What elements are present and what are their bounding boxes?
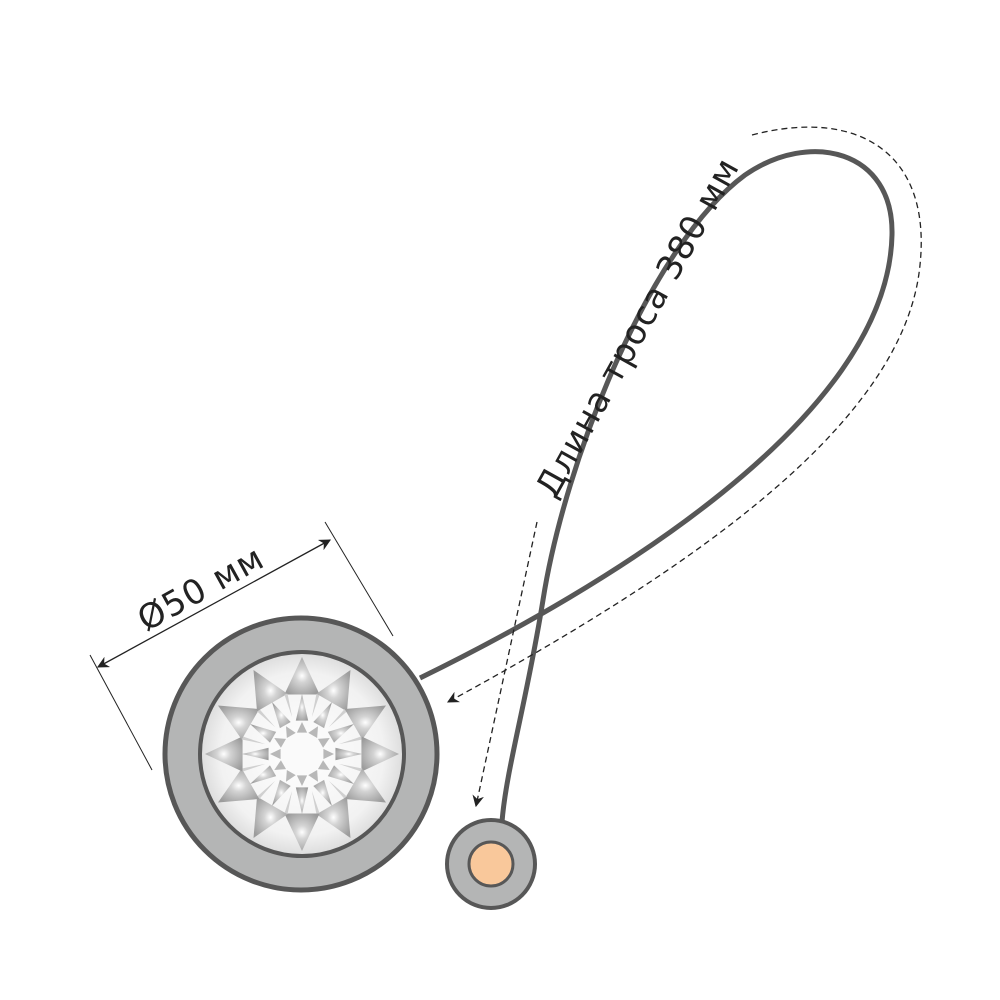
crystal-core-facet (286, 726, 296, 739)
crystal-outer-facet (205, 736, 243, 772)
crystal-core-facet (317, 738, 330, 748)
crystal-inner-facet (338, 736, 363, 745)
diameter-dimension-line (96, 539, 332, 668)
crystal-core-facet (308, 769, 318, 782)
crystal-core-facet (296, 722, 308, 733)
crystal-inner-facet (241, 763, 266, 772)
crystal-core-facet (274, 738, 287, 748)
cable-length-guide (446, 126, 922, 703)
extension-line-left (89, 654, 153, 771)
crystal-mid-facet (313, 702, 332, 729)
crystal-outer-facet (217, 705, 260, 740)
diameter-label: Ø50 мм (131, 538, 271, 640)
crystal-inner-facet (328, 709, 347, 728)
crystal-core-facet (296, 775, 308, 786)
crystal-inner-facet (241, 736, 266, 745)
crystal-outer-facet (316, 669, 351, 712)
crystal-outer-facet (284, 657, 320, 695)
crystal-outer-facet (344, 705, 387, 740)
crystal-core-facet (270, 748, 281, 760)
crystal-inner-facet (257, 709, 276, 728)
crystal-inner-facet (284, 790, 293, 815)
cable-length-guide-2 (472, 521, 538, 808)
crystal-center (281, 733, 323, 775)
crystal-inner-facet (284, 693, 293, 718)
crystal-inner-facet (311, 693, 320, 718)
crystal-core-facet (308, 726, 318, 739)
crystal-core-facet (323, 748, 334, 760)
crystal-mid-facet (327, 765, 354, 784)
crystal-outer-facet (361, 736, 399, 772)
crystal-mid-facet (242, 747, 269, 761)
crystal-inner-facet (338, 763, 363, 772)
crystal-outer-facet (253, 796, 288, 839)
crystal-outer-facet (217, 768, 260, 803)
crystal-mid-facet (272, 702, 291, 729)
crystal-inner-facet (328, 780, 347, 799)
crystal-core-facet (274, 760, 287, 770)
cable (418, 149, 895, 823)
crystal-mid-facet (327, 724, 354, 743)
crystal-outer-facet (284, 813, 320, 851)
magnet-end (445, 818, 537, 910)
crystal-mid-facet (295, 694, 309, 721)
crystal-mid-facet (295, 787, 309, 814)
crystal-core-facet (286, 769, 296, 782)
crystal-mid-facet (250, 765, 277, 784)
crystal-inner-facet (311, 790, 320, 815)
decorative-head (162, 615, 440, 893)
crystal-outer-facet (316, 796, 351, 839)
crystal-outer-facet (253, 669, 288, 712)
crystal-inner-facet (257, 780, 276, 799)
crystal-star-pattern (205, 657, 399, 851)
crystal-mid-facet (250, 724, 277, 743)
crystal-mid-facet (272, 779, 291, 806)
extension-line-right (324, 521, 394, 637)
crystal-mid-facet (335, 747, 362, 761)
crystal-core-facet (317, 760, 330, 770)
crystal-mid-facet (313, 779, 332, 806)
crystal-outer-facet (344, 768, 387, 803)
cable-length-label: Длина троса 380 мм (528, 151, 748, 504)
